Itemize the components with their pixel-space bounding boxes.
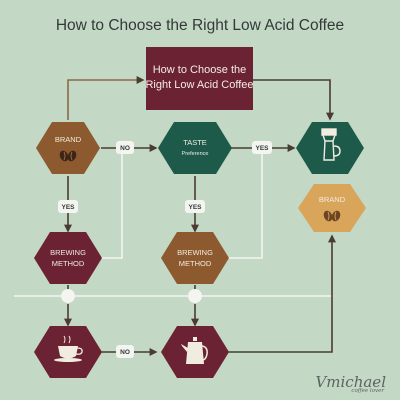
pour-over-coffee-maker-icon [321, 128, 341, 161]
connectors [14, 76, 336, 356]
page-title: How to Choose the Right Low Acid Coffee [55, 17, 345, 34]
cup-node [34, 326, 102, 378]
coffee-bean-icon [323, 210, 341, 222]
taste-line1: TASTE [183, 138, 207, 147]
kettle-icon [181, 337, 208, 364]
connector-topbox-to-result [253, 79, 334, 121]
connector-brand-to-topbox [67, 76, 145, 120]
brewing-1-line2: METHOD [52, 259, 85, 268]
brand-1-label: BRAND [55, 135, 82, 144]
edge-label-no-1: NO [116, 141, 134, 154]
signature-sub: coffee lover [351, 388, 384, 394]
svg-text:YES: YES [61, 204, 75, 211]
svg-text:YES: YES [188, 204, 202, 211]
connector-brewing1-loop [101, 148, 123, 259]
coffee-cup-icon [54, 335, 83, 362]
brewing-node-1: BREWING METHOD [34, 232, 102, 284]
svg-text:NO: NO [120, 349, 130, 356]
connector-kettle-to-brand2 [228, 234, 336, 353]
brewing-2-line1: BREWING [177, 248, 213, 257]
svg-text:YES: YES [255, 145, 269, 152]
edge-label-yes-1: YES [252, 141, 272, 154]
brand-node-1: BRAND [36, 122, 100, 174]
brewing-1-line1: BREWING [50, 248, 86, 257]
topbox-line1: How to Choose the [153, 64, 247, 76]
result-node [296, 122, 364, 174]
topbox-node: How to Choose the Right Low Acid Coffee [145, 47, 254, 110]
signature-main: Vmichael [315, 373, 386, 391]
coffee-bean-icon [59, 150, 77, 162]
edge-label-yes-2: YES [58, 200, 78, 213]
kettle-node [161, 326, 229, 378]
brand-node-2: BRAND [298, 184, 366, 232]
connector-brewing2-loop [228, 148, 263, 259]
junction-dot-2 [188, 289, 202, 303]
brand-2-label: BRAND [319, 195, 346, 204]
svg-text:NO: NO [120, 145, 130, 152]
taste-line2: Preference [182, 151, 209, 157]
signature: Vmichael coffee lover [315, 373, 386, 394]
junction-dot-1 [61, 289, 75, 303]
edge-label-no-2: NO [116, 345, 134, 358]
edge-label-yes-3: YES [185, 200, 205, 213]
topbox-line2: Right Low Acid Coffee [145, 79, 253, 91]
taste-node: TASTE Preference [158, 122, 232, 174]
brewing-node-2: BREWING METHOD [161, 232, 229, 284]
brewing-2-line2: METHOD [179, 259, 212, 268]
